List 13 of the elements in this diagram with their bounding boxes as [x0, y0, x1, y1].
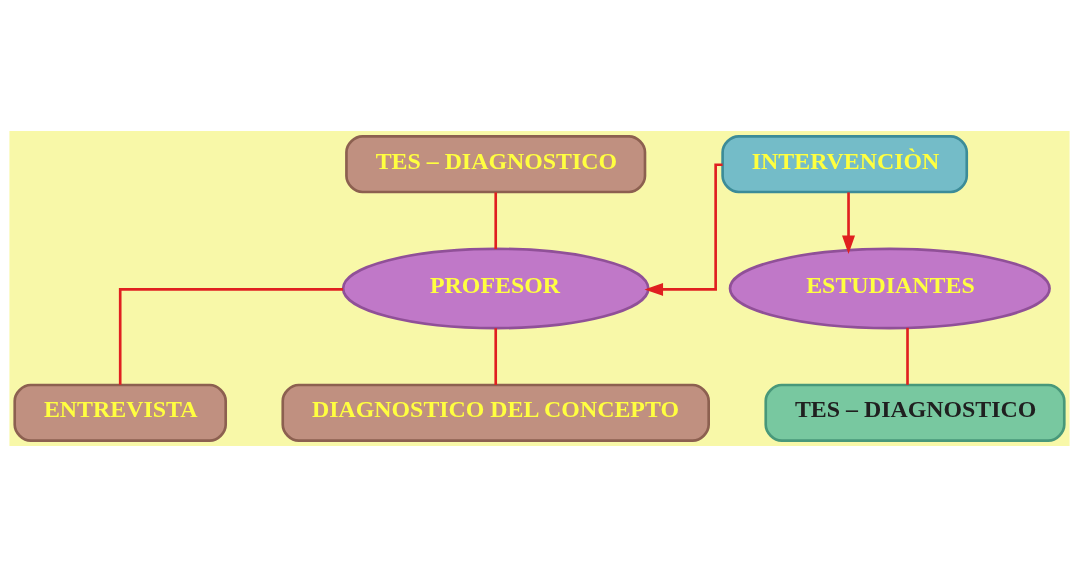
arrow	[644, 163, 723, 296]
node-box: INTERVENCIÒN	[721, 135, 969, 194]
node-ellipse: ESTUDIANTES	[728, 247, 1051, 330]
arrow	[842, 192, 856, 255]
node-box: ENTREVISTA	[13, 383, 227, 442]
connector	[494, 192, 498, 250]
connector	[118, 288, 343, 385]
node-box: DIAGNOSTICO DEL CONCEPTO	[281, 383, 710, 442]
node-ellipse: PROFESOR	[341, 247, 650, 330]
connector	[494, 328, 498, 385]
node-box: TES – DIAGNOSTICO	[764, 383, 1066, 442]
connector	[906, 327, 909, 385]
node-box: TES – DIAGNOSTICO	[345, 135, 647, 194]
